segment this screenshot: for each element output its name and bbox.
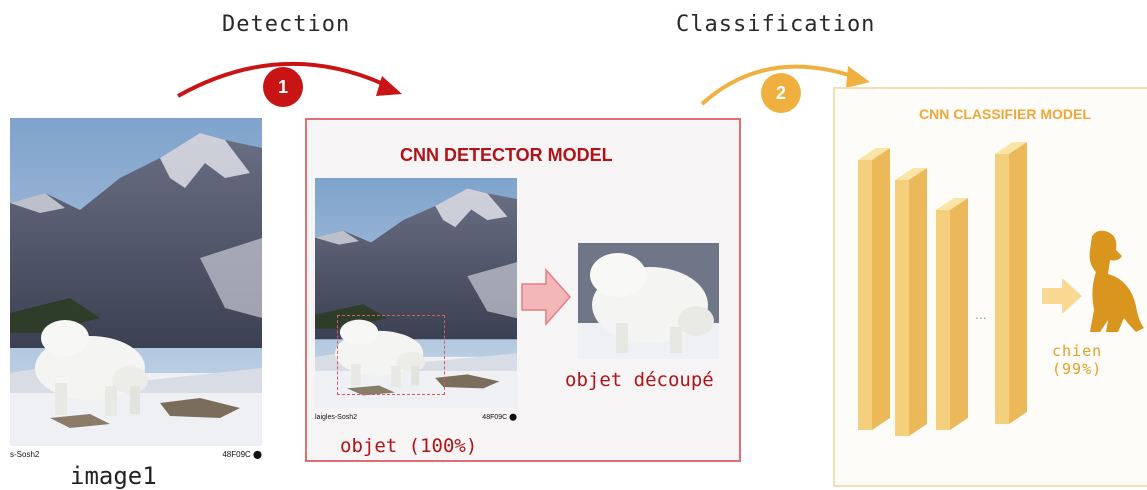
circle-icon: ⬤ (509, 414, 517, 421)
cropped-object-photo (578, 243, 719, 359)
classification-step-title: Classification (676, 12, 876, 37)
object-confidence-caption: objet (100%) (340, 435, 478, 457)
detector-model-title: CNN DETECTOR MODEL (400, 145, 613, 165)
cnn-layer-2 (895, 168, 927, 436)
detection-step-title: Detection (222, 12, 351, 37)
cropped-object-caption: objet découpé (565, 369, 714, 391)
layer-ellipsis: ... (975, 306, 987, 322)
input-photo (10, 118, 262, 446)
classification-curved-arrow-icon (700, 64, 870, 106)
detector-footer-right-wrap: 48F09C ⬤ (482, 413, 517, 421)
detector-footer-left: laigles-Sosh2 (315, 413, 358, 421)
input-footer-left: s-Sosh2 (10, 449, 40, 459)
input-footer-right-wrap: 48F09C ⬤ (222, 450, 262, 459)
input-footer-right: 48F09C (222, 449, 251, 459)
cnn-layer-stack (858, 142, 1027, 436)
circle-icon: ⬤ (253, 449, 262, 459)
input-photo-footer: s-Sosh2 48F09C ⬤ (10, 446, 262, 462)
detector-photo-footer: laigles-Sosh2 48F09C ⬤ (315, 411, 517, 423)
classification-step-badge: 2 (761, 73, 801, 113)
pipeline-block-arrow-icon (521, 268, 572, 326)
dog-silhouette-icon (1089, 230, 1144, 332)
classifier-block-arrow-icon (1042, 278, 1082, 314)
cnn-layer-1 (858, 148, 890, 430)
detection-curved-arrow-icon (177, 61, 402, 98)
detector-footer-right: 48F09C (482, 414, 508, 421)
input-image-caption: image1 (70, 462, 157, 490)
detection-step-badge: 1 (263, 67, 303, 107)
classification-result-caption: chien (99%) (1052, 342, 1103, 378)
cnn-layer-4 (995, 142, 1027, 424)
classifier-model-title: CNN CLASSIFIER MODEL (919, 106, 1091, 122)
detection-bounding-box (337, 315, 445, 395)
cnn-layer-3 (936, 198, 968, 430)
